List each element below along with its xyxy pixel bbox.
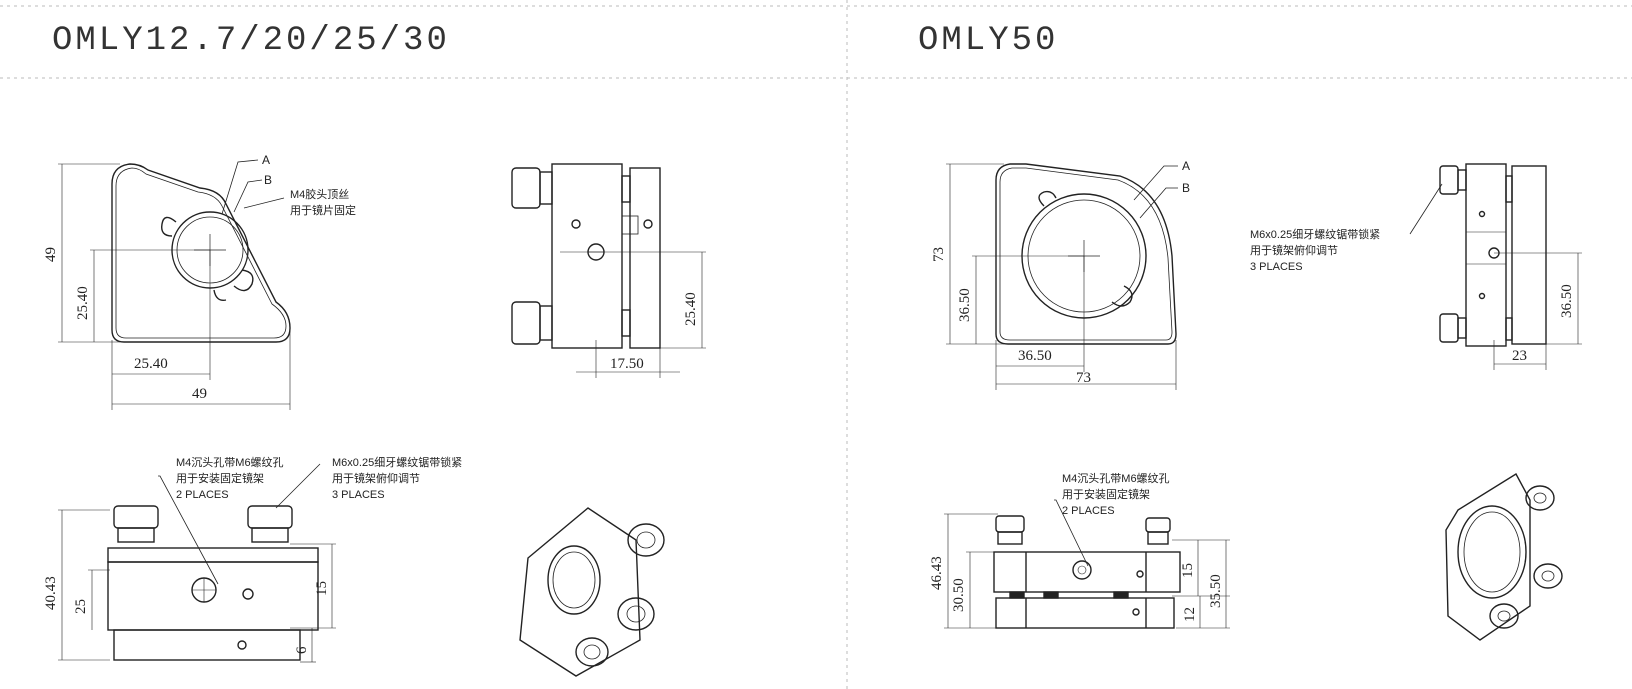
left-front-dim-width: 49 xyxy=(192,386,207,402)
left-front-dim-center-x: 25.40 xyxy=(134,356,168,372)
right-leader-m6 xyxy=(1409,183,1443,235)
left-side-view xyxy=(511,163,706,378)
right-bottom-view xyxy=(944,499,1230,629)
left-front-dim-center-y: 25.40 xyxy=(75,286,91,320)
right-bottom-note-line2: 用于安装固定镜架 xyxy=(1062,487,1150,501)
right-side-note-line3: 3 PLACES xyxy=(1250,261,1303,273)
right-label-b: B xyxy=(1182,181,1190,195)
left-leader-m6 xyxy=(275,463,321,509)
left-label-b: B xyxy=(264,173,272,187)
left-leader-m4-hole xyxy=(158,475,219,585)
right-label-a: A xyxy=(1182,159,1190,173)
left-bottom-dim-upper: 15 xyxy=(314,581,330,596)
right-side-dim-depth: 23 xyxy=(1512,348,1527,364)
left-bottom-dim-body: 25 xyxy=(73,599,89,614)
right-title: OMLY50 xyxy=(918,22,1059,60)
left-iso-view xyxy=(519,507,665,677)
left-title: OMLY12.7/20/25/30 xyxy=(52,22,450,60)
right-leader-m4-hole xyxy=(1054,499,1089,567)
right-bottom-dim-body: 30.50 xyxy=(951,578,967,612)
right-bottom-note-line1: M4沉头孔带M6螺纹孔 xyxy=(1062,471,1170,485)
left-bottom-dim-total: 40.43 xyxy=(43,576,59,610)
right-bottom-dim-h2: 35.50 xyxy=(1208,574,1224,608)
right-bottom-dim-base: 12 xyxy=(1182,607,1198,622)
left-side-dim-depth: 17.50 xyxy=(610,356,644,372)
right-bottom-dim-upper: 15 xyxy=(1180,563,1196,578)
right-front-dim-width: 73 xyxy=(1076,370,1091,386)
right-front-dim-center-y: 36.50 xyxy=(957,288,973,322)
left-side-dim-center-y: 25.40 xyxy=(683,292,699,326)
left-bottom-view xyxy=(58,463,336,663)
right-bottom-note-line3: 2 PLACES xyxy=(1062,505,1115,517)
right-bottom-dim-total: 46.43 xyxy=(929,556,945,590)
left-front-note-2: 用于镜片固定 xyxy=(290,203,356,217)
left-bottom-note2-line2: 用于镜架俯仰调节 xyxy=(332,471,420,485)
right-leader-a xyxy=(1133,165,1178,201)
right-leader-b xyxy=(1139,187,1178,219)
left-bottom-note2-line1: M6x0.25细牙螺纹锯带锁紧 xyxy=(332,455,462,469)
right-side-note-line2: 用于镜架俯仰调节 xyxy=(1250,243,1338,257)
right-iso-view xyxy=(1445,473,1563,641)
right-front-dim-center-x: 36.50 xyxy=(1018,348,1052,364)
left-label-a: A xyxy=(262,153,270,167)
left-bottom-note1-line2: 用于安装固定镜架 xyxy=(176,471,264,485)
left-bottom-note2-line3: 3 PLACES xyxy=(332,489,385,501)
right-side-note-line1: M6x0.25细牙螺纹锯带锁紧 xyxy=(1250,227,1380,241)
left-front-view xyxy=(58,159,291,410)
left-bottom-note1-line1: M4沉头孔带M6螺纹孔 xyxy=(176,455,284,469)
left-front-dim-height: 49 xyxy=(43,247,59,262)
left-bottom-note1-line3: 2 PLACES xyxy=(176,489,229,501)
right-side-dim-center-y: 36.50 xyxy=(1559,284,1575,318)
right-side-view xyxy=(1409,163,1582,370)
left-bottom-dim-base: 6 xyxy=(294,646,310,654)
left-leader-m4 xyxy=(243,197,285,209)
left-leader-b xyxy=(233,179,263,213)
left-front-note-1: M4胶头顶丝 xyxy=(290,187,349,201)
right-front-dim-height: 73 xyxy=(931,247,947,262)
left-leader-a xyxy=(221,159,259,215)
right-front-view xyxy=(946,163,1178,390)
